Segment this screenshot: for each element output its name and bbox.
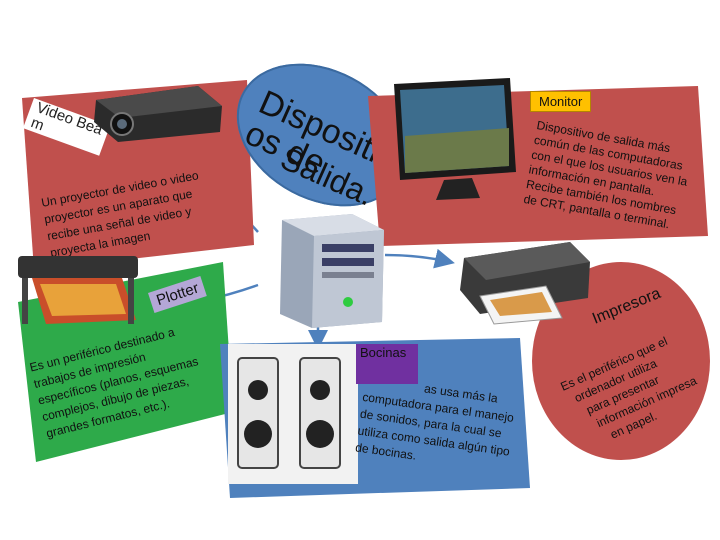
plotter-icon [18,256,138,324]
bocinas-label: Bocinas [360,345,407,360]
speakers-icon [228,344,358,484]
monitor-icon [394,78,516,200]
arrow-to-printer [384,248,455,269]
projector-icon [94,86,222,142]
bocinas-label-box [356,344,418,384]
computer-tower-icon [280,214,384,328]
printer-icon [460,242,590,325]
monitor-label: Monitor [530,91,592,112]
